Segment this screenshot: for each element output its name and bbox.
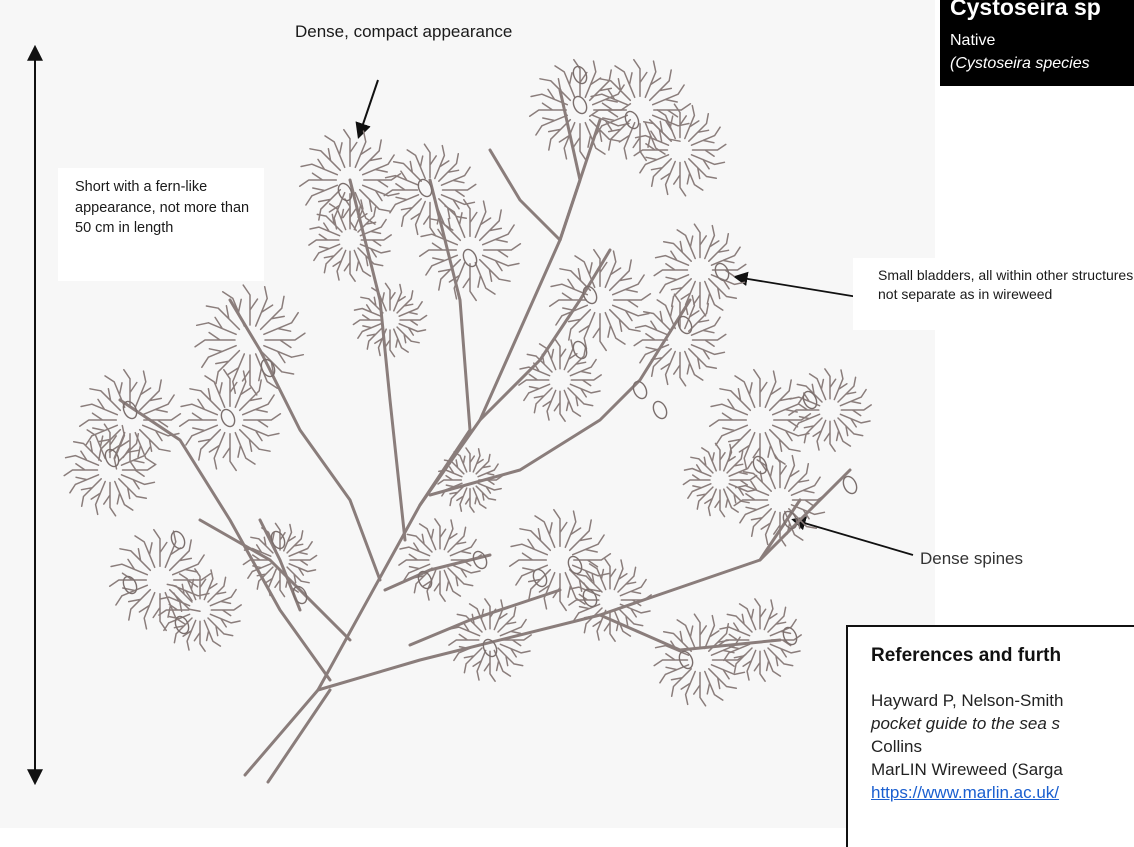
height-note-label: Short with a fern-like appearance, not m… bbox=[75, 177, 255, 239]
branch-stroke bbox=[159, 569, 241, 651]
reference-line-2: pocket guide to the sea s bbox=[871, 712, 1060, 735]
branch-stroke bbox=[195, 285, 305, 395]
bladder-shape bbox=[631, 379, 649, 400]
branch-stroke bbox=[245, 120, 600, 775]
bladder-shape bbox=[416, 569, 434, 590]
branch-stroke bbox=[550, 250, 651, 351]
bladder-shape bbox=[713, 261, 731, 282]
references-heading: References and furth bbox=[871, 645, 1061, 667]
branch-stroke bbox=[353, 283, 426, 356]
bladder-shape bbox=[219, 407, 237, 428]
bladder-shape bbox=[566, 554, 584, 575]
species-title: Cystoseira sp bbox=[950, 0, 1101, 21]
bladder-pointer bbox=[736, 277, 858, 297]
bladder-shape bbox=[571, 339, 589, 360]
spines-pointer bbox=[794, 520, 913, 555]
branch-stroke bbox=[590, 60, 691, 161]
branch-stroke bbox=[110, 530, 211, 631]
branch-stroke bbox=[519, 339, 601, 421]
air-bladders bbox=[103, 64, 859, 670]
branch-stroke bbox=[384, 144, 476, 236]
branch-stroke bbox=[64, 424, 156, 516]
bladder-shape bbox=[121, 574, 139, 595]
bladder-shape bbox=[581, 284, 599, 305]
branch-stroke bbox=[789, 369, 871, 451]
species-status: Native bbox=[950, 32, 995, 50]
reference-line-1: Hayward P, Nelson-Smith bbox=[871, 689, 1063, 712]
branch-stroke bbox=[719, 599, 801, 681]
bladder-shape bbox=[471, 549, 489, 570]
branch-stroke bbox=[710, 370, 811, 471]
bladder-shape bbox=[169, 529, 187, 550]
spines-label: Dense spines bbox=[920, 549, 1023, 569]
branch-stroke bbox=[180, 370, 281, 471]
bladder-shape bbox=[623, 109, 641, 130]
branch-stroke bbox=[634, 104, 726, 196]
species-scientific-name: (Cystoseira species bbox=[950, 55, 1090, 73]
branch-stroke bbox=[350, 180, 405, 540]
branch-stroke bbox=[399, 519, 481, 601]
branch-stroke bbox=[490, 150, 560, 240]
branch-stroke bbox=[560, 90, 580, 240]
references-panel: References and furth Hayward P, Nelson-S… bbox=[846, 625, 1134, 847]
compact-callout-label: Dense, compact appearance bbox=[295, 22, 525, 41]
compact-pointer bbox=[359, 80, 378, 136]
reference-link[interactable]: https://www.marlin.ac.uk/ bbox=[871, 781, 1059, 804]
reference-line-4: MarLIN Wireweed (Sarga bbox=[871, 758, 1063, 781]
bladder-shape bbox=[781, 625, 799, 646]
species-title-box: Cystoseira sp Native (Cystoseira species bbox=[940, 0, 1134, 86]
bladder-shape bbox=[651, 399, 669, 420]
bladder-shape bbox=[781, 509, 799, 530]
bladder-shape bbox=[291, 584, 309, 605]
reference-line-3: Collins bbox=[871, 735, 922, 758]
branch-stroke bbox=[420, 180, 470, 505]
branch-stroke bbox=[634, 294, 726, 386]
bladder-shape bbox=[571, 94, 589, 115]
branch-stroke bbox=[309, 199, 391, 281]
branch-stroke bbox=[654, 224, 746, 316]
bladder-note-label: Small bladders, all within other structu… bbox=[878, 266, 1134, 304]
bladder-note-box: Small bladders, all within other structu… bbox=[853, 258, 1134, 330]
branch-stroke bbox=[438, 448, 502, 512]
